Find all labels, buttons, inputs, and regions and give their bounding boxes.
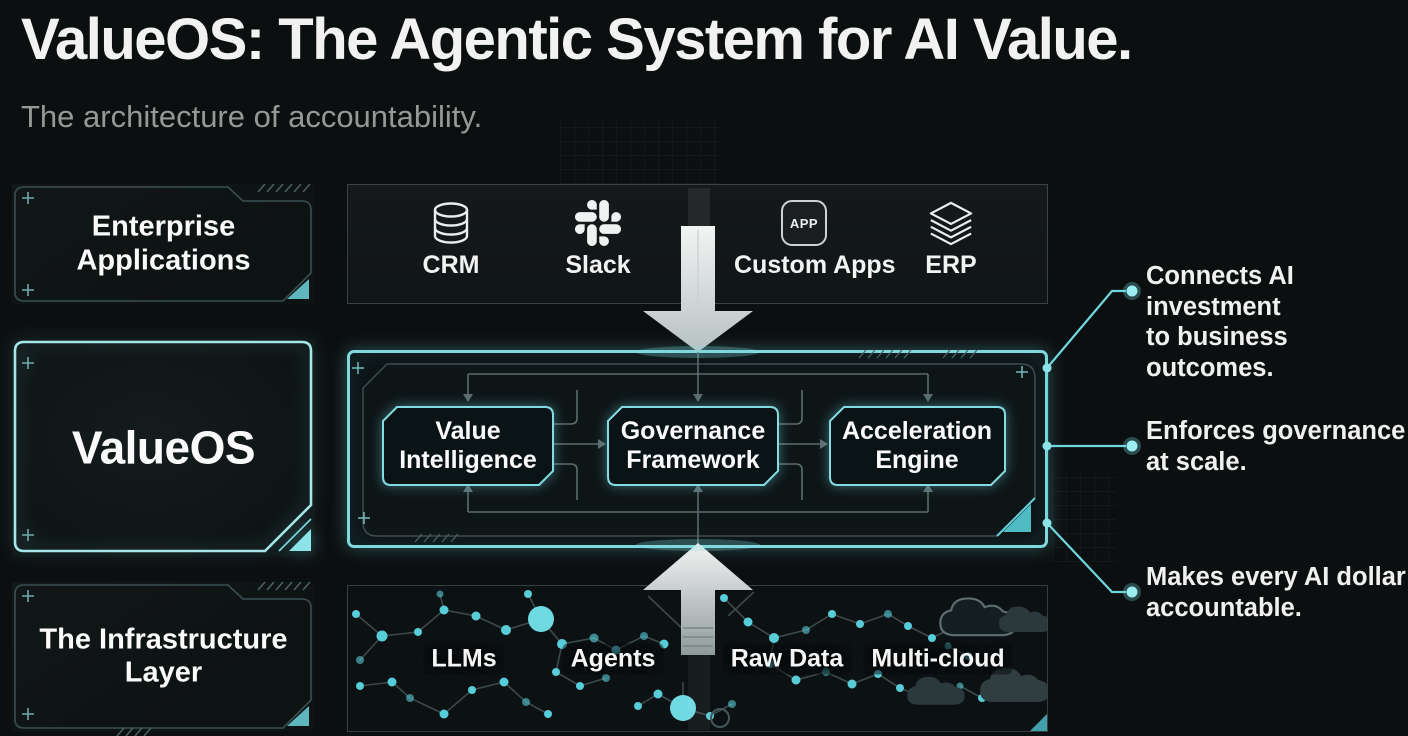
corner-triangle <box>287 279 309 299</box>
chamfer-line <box>278 518 312 552</box>
hatch-marks <box>414 349 978 543</box>
chamfer-line <box>996 497 1036 537</box>
grid-decoration <box>1052 470 1116 562</box>
module-boxes <box>382 406 1006 486</box>
hud-frame <box>13 340 313 553</box>
callout-nodes <box>1042 282 1141 601</box>
cloud-icon <box>999 606 1047 632</box>
slack-icon <box>575 200 621 246</box>
plus-marks <box>352 362 1028 524</box>
app-item-erp: ERP <box>881 185 1021 305</box>
corner-triangle <box>1003 504 1031 532</box>
corner-triangle <box>289 529 311 551</box>
core-circuitry <box>352 349 1036 546</box>
app-badge-icon: APP <box>781 200 827 246</box>
hud-frame <box>14 581 312 736</box>
app-item-crm: CRM <box>381 185 521 305</box>
valueos-box: ValueOS <box>12 339 315 557</box>
enterprise-applications-label: Enterprise Applications <box>76 210 251 276</box>
app-item-custom-apps: APP Custom Apps <box>734 185 896 305</box>
cloud-icons <box>907 597 1047 705</box>
cloud-icon <box>907 676 965 705</box>
hatch-marks <box>116 581 311 736</box>
enterprise-applications-box: Enterprise Applications <box>12 183 315 304</box>
app-item-slack: Slack <box>528 185 668 305</box>
infrastructure-layer-box: The Infrastructure Layer <box>12 581 315 736</box>
hatch-marks <box>257 183 311 193</box>
infra-label-multi-cloud: Multi-cloud <box>863 643 1013 674</box>
cloud-icon <box>980 668 1047 702</box>
database-icon <box>433 202 469 244</box>
infrastructure-layer-label: The Infrastructure Layer <box>39 622 288 689</box>
infrastructure-row: LLMs Agents Raw Data Multi-cloud <box>347 585 1048 732</box>
hud-frame <box>14 183 312 302</box>
corner-triangle <box>1030 714 1047 731</box>
corner-triangle <box>287 706 309 726</box>
plus-marks <box>22 192 34 296</box>
callout-connectors <box>1045 289 1126 594</box>
circuit-arrowheads <box>463 394 933 492</box>
applications-row: CRM Slack APP Custom Apps <box>347 184 1048 304</box>
layers-icon <box>929 201 973 246</box>
infra-label-llms: LLMs <box>423 643 505 674</box>
plus-marks <box>22 590 34 720</box>
network-ring-node <box>710 708 730 728</box>
plus-marks <box>22 357 34 541</box>
valueos-label: ValueOS <box>71 421 256 474</box>
network-hub-nodes <box>528 606 696 721</box>
page-title: ValueOS: The Agentic System for AI Value… <box>21 7 1133 72</box>
infra-label-agents: Agents <box>562 643 664 674</box>
infra-label-raw-data: Raw Data <box>722 643 852 674</box>
page-subtitle: The architecture of accountability. <box>21 99 483 134</box>
circuit-lines <box>467 352 929 546</box>
grid-decoration <box>560 118 720 184</box>
